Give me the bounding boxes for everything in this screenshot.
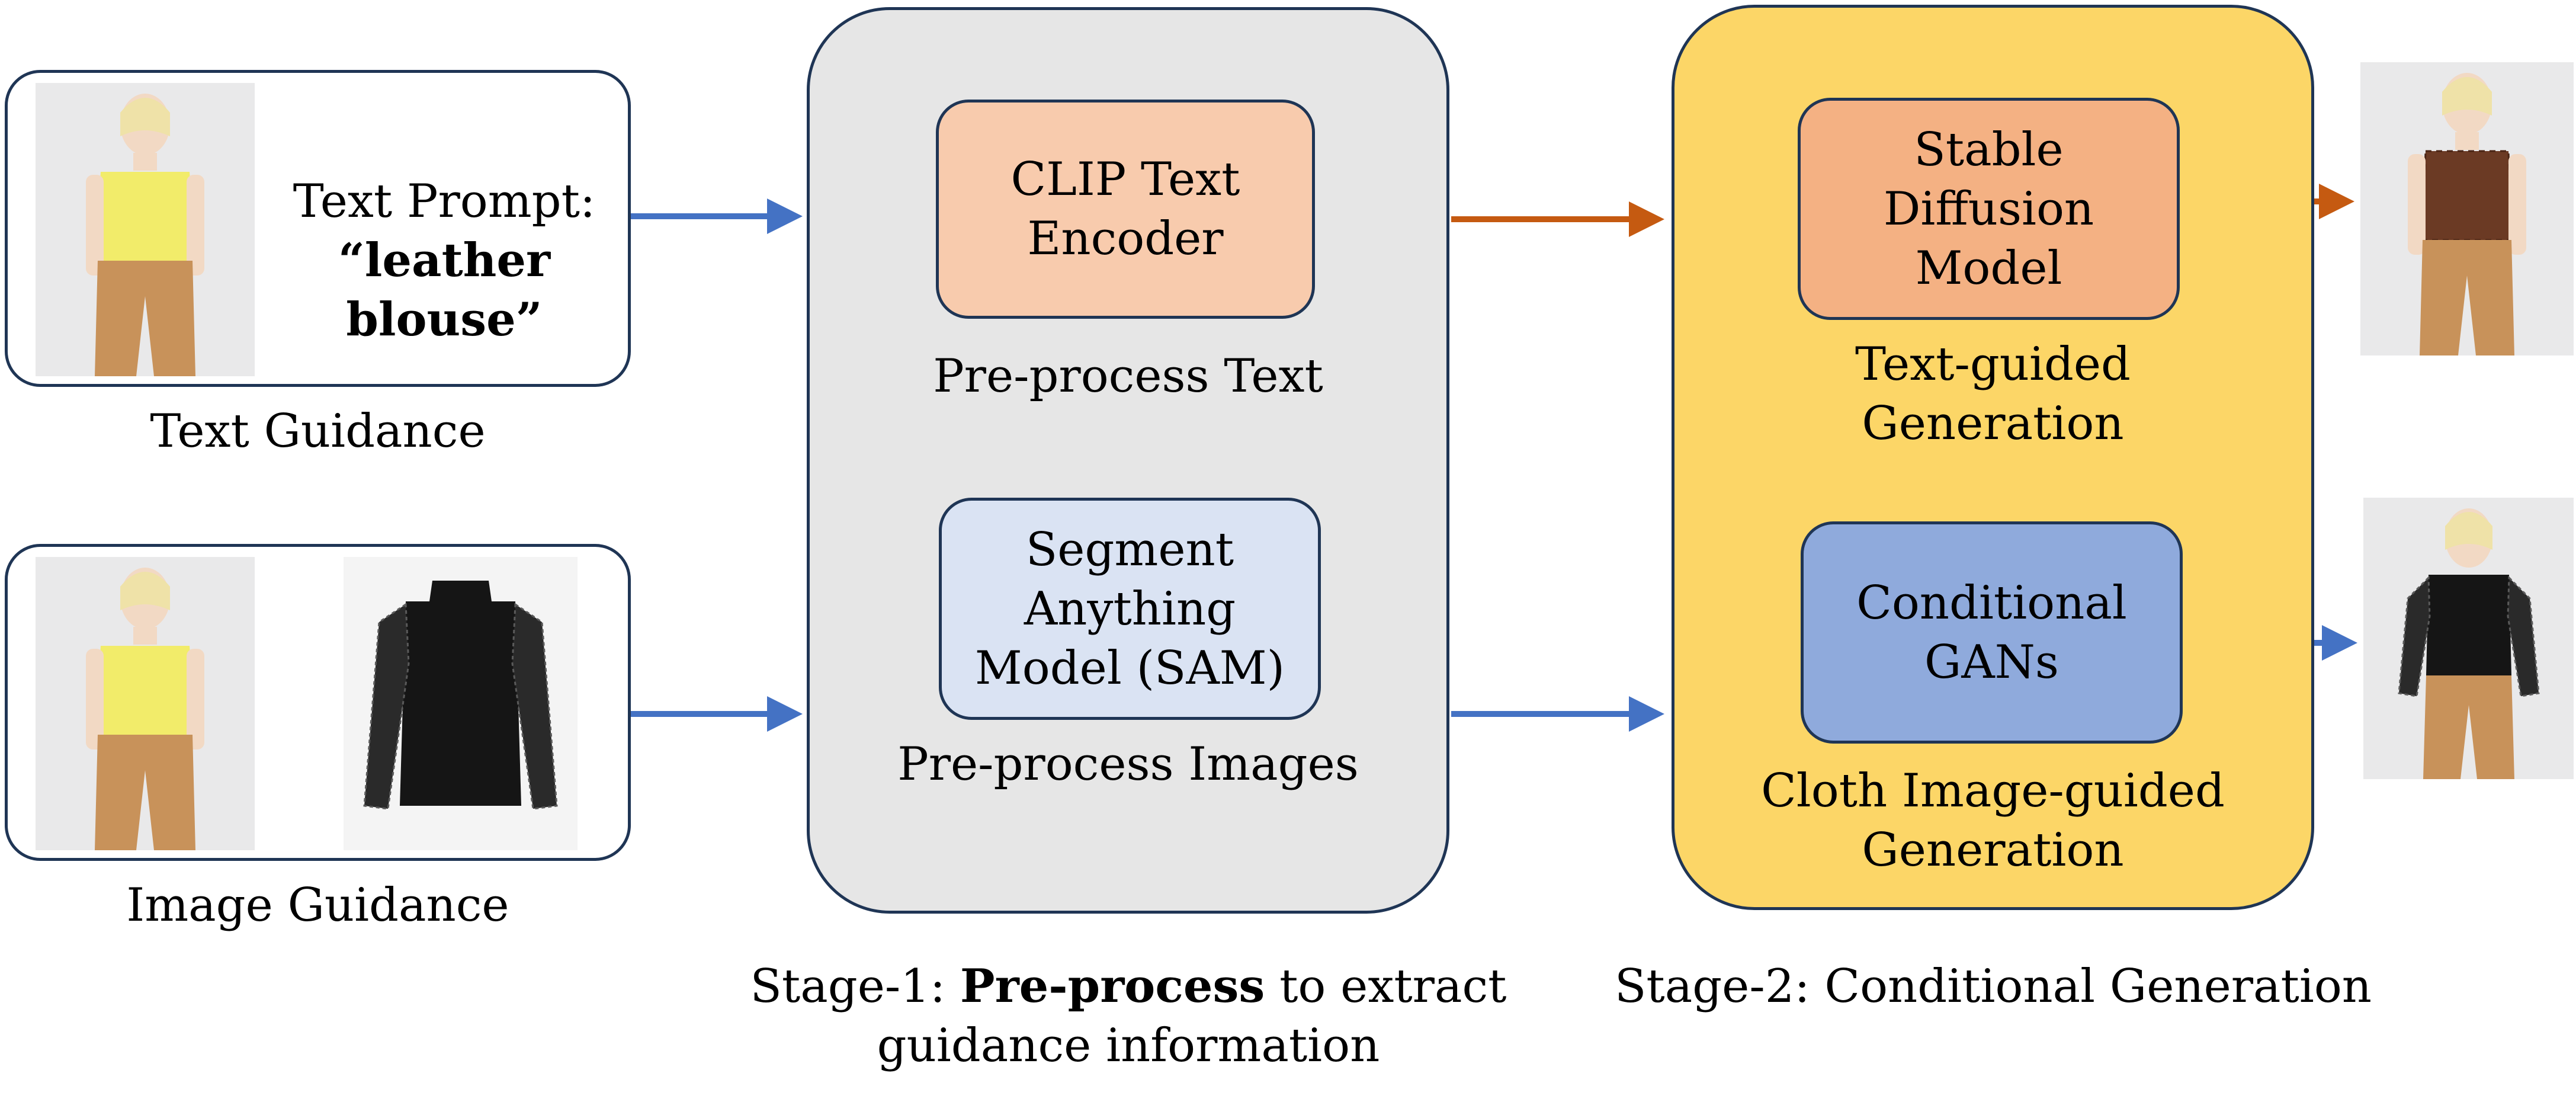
clip-text-encoder-module: CLIP Text Encoder: [936, 100, 1315, 319]
cloth-image-guided-generation-caption: Cloth Image-guided Generation: [1761, 764, 2225, 877]
image-guidance-caption: Image Guidance: [126, 879, 509, 932]
stage1-title: Stage-1: Pre-process to extract guidance…: [750, 959, 1507, 1072]
text-guidance-caption: Text Guidance: [150, 405, 486, 458]
stage2-title: Stage-2: Conditional Generation: [1614, 960, 2372, 1013]
model-photo-yellow-blouse-2: [36, 557, 255, 850]
sam-module: Segment Anything Model (SAM): [939, 498, 1321, 720]
pre-process-text-caption: Pre-process Text: [933, 350, 1323, 403]
output-photo-black-lace-top: [2363, 498, 2574, 779]
pre-process-images-caption: Pre-process Images: [897, 738, 1359, 791]
cloth-photo-black-lace-top: [344, 557, 578, 850]
conditional-gans-module: Conditional GANs: [1801, 521, 2183, 744]
text-prompt-label: Text Prompt: “leather blouse”: [293, 175, 596, 347]
text-guided-generation-caption: Text-guided Generation: [1855, 338, 2131, 450]
output-photo-leather-blouse: [2360, 62, 2574, 355]
stable-diffusion-module: Stable Diffusion Model: [1798, 98, 2180, 320]
model-photo-yellow-blouse: [36, 83, 255, 376]
